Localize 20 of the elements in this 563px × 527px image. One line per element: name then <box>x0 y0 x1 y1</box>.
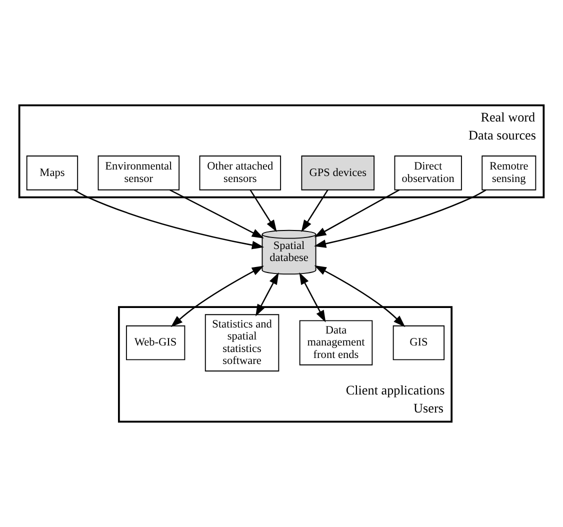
arrow <box>250 190 277 232</box>
arrow <box>314 190 486 248</box>
arrow <box>299 272 326 322</box>
arrow <box>74 189 264 250</box>
node-box: Other attached sensors <box>199 156 282 190</box>
node-box: Statistics and spatial statistics software <box>204 314 280 372</box>
node-box: Remotre sensing <box>482 156 536 190</box>
node-box: Web-GIS <box>126 325 186 360</box>
node-box: Environmental sensor <box>98 156 180 190</box>
node-box: GIS <box>392 325 445 360</box>
arrow <box>314 265 406 328</box>
arrow <box>314 189 400 238</box>
arrow <box>170 189 264 238</box>
node-box: Data management front ends <box>299 320 373 366</box>
arrow <box>301 190 328 232</box>
arrow <box>256 272 279 316</box>
node-box: Maps <box>26 156 78 190</box>
arrow <box>170 266 264 328</box>
node-box: Direct observation <box>394 156 462 190</box>
node-box: GPS devices <box>301 156 375 190</box>
